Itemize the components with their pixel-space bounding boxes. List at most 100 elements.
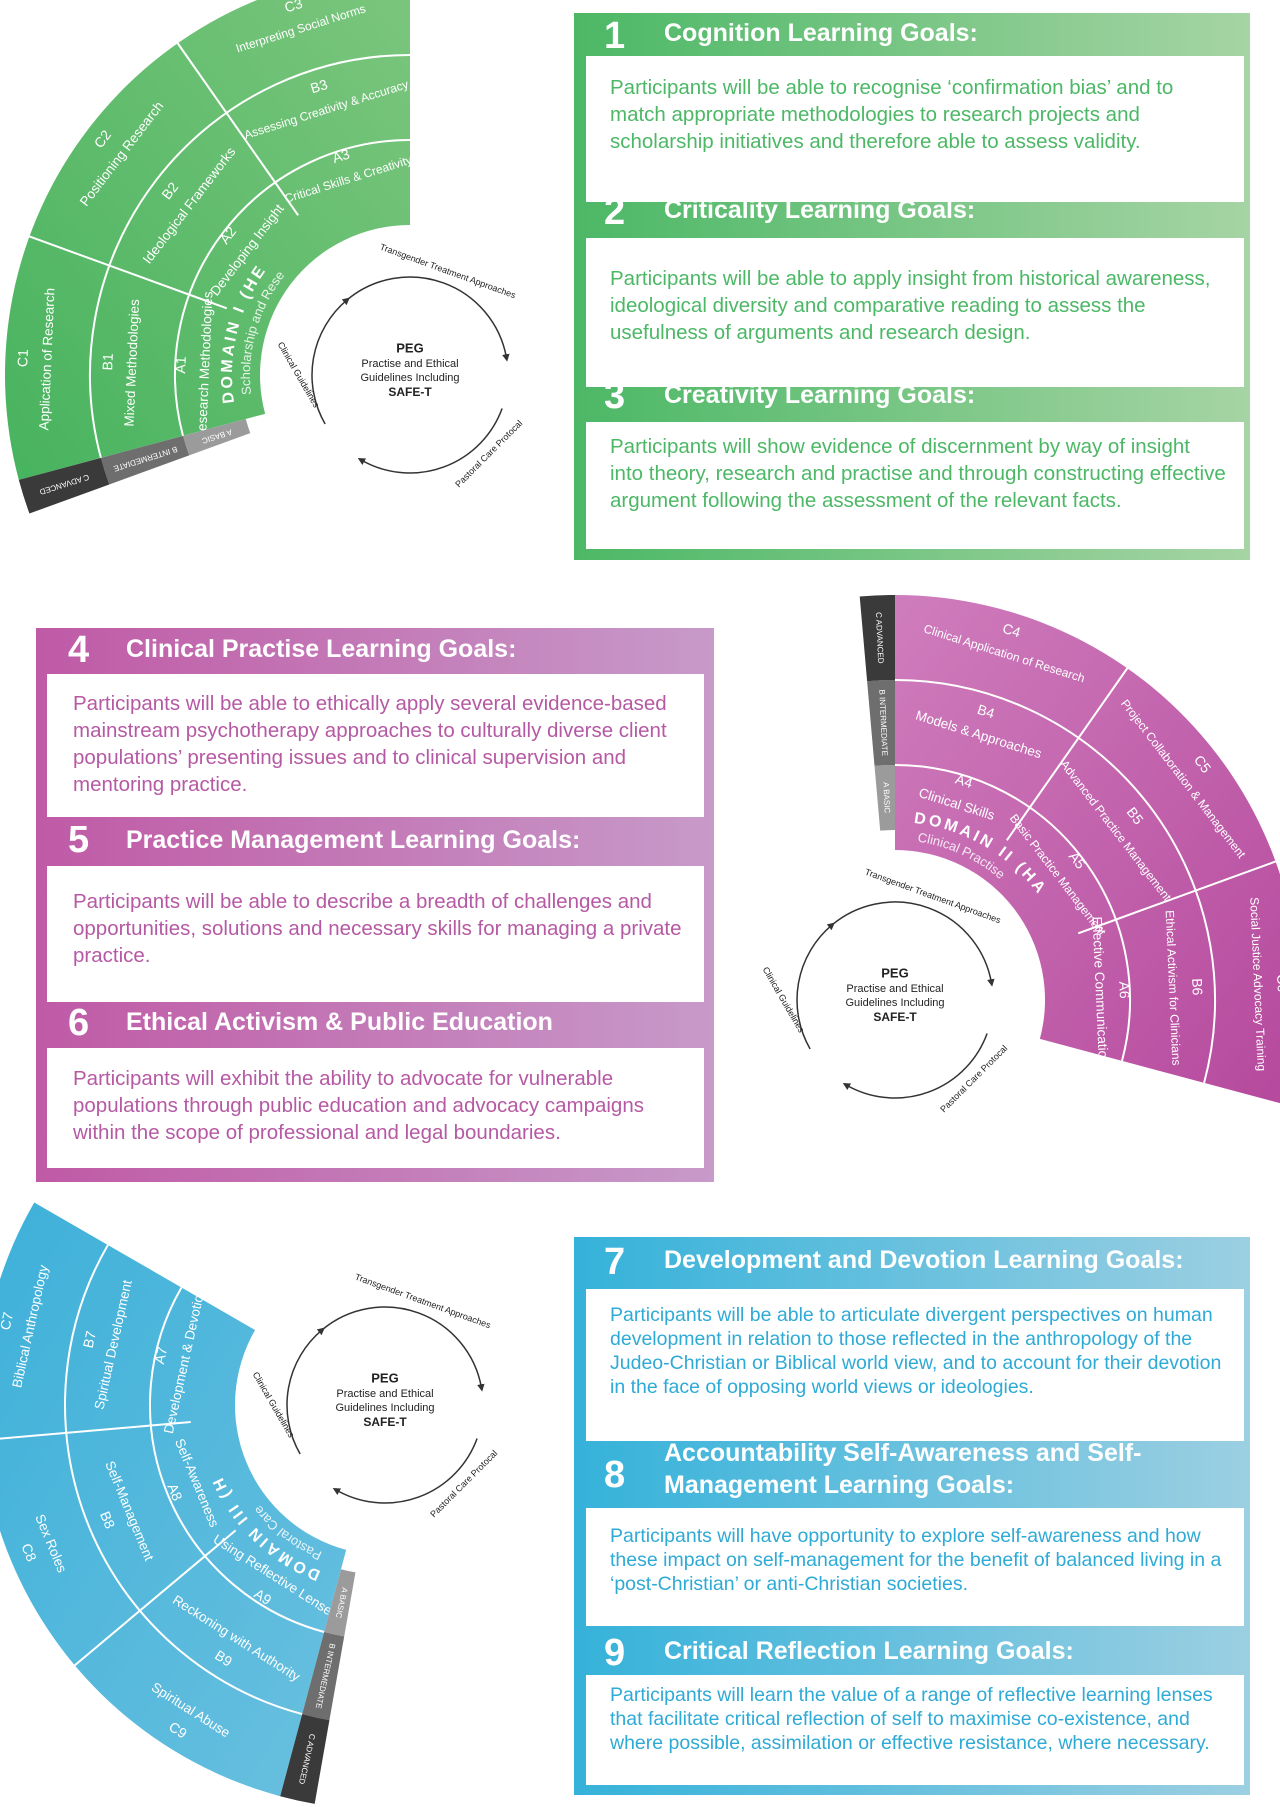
hub-arrow (311, 297, 350, 425)
goal-title: Clinical Practise Learning Goals: (126, 635, 517, 663)
segment-code: B4 (975, 701, 996, 721)
segment-label: Mixed Methodologies (122, 299, 143, 427)
hub-line: Practise and Ethical (361, 358, 458, 370)
segment-code: A9 (251, 1585, 274, 1608)
spoke-divider (74, 1555, 206, 1667)
goal-title: Ethical Activism & Public Education (126, 1008, 553, 1036)
hub-arrow (796, 922, 835, 1050)
spoke-divider (0, 1424, 151, 1440)
segment-code: B7 (80, 1329, 99, 1349)
segment-code: A3 (330, 146, 351, 166)
segment-code: B3 (308, 76, 329, 96)
spoke-divider (1115, 860, 1276, 921)
goal-number: 5 (68, 819, 90, 861)
ring-divider (894, 764, 1131, 1062)
level-label: A BASIC (881, 782, 891, 814)
hub-circle (257, 1277, 513, 1533)
goal-title: Critical Reflection Learning Goals: (664, 1637, 1074, 1665)
hub-title: PEG (371, 1370, 398, 1385)
level-tab (280, 1714, 330, 1804)
segment-code: C8 (18, 1541, 40, 1564)
level-tab (18, 457, 110, 514)
goal-title: Criticality Learning Goals: (664, 196, 976, 224)
wheel-fan (0, 1202, 347, 1797)
goal-number: 2 (604, 191, 626, 233)
goal-title: Practice Management Learning Goals: (126, 826, 581, 854)
goal-number: 4 (68, 629, 90, 671)
segment-code: A8 (164, 1481, 185, 1503)
goal-title: Development and Devotion Learning Goals: (664, 1246, 1184, 1274)
goal-text: Participants will be able to describe a … (47, 866, 704, 1002)
hub-circle (767, 872, 1023, 1128)
level-label: C ADVANCED (874, 612, 885, 664)
spoke-divider (1028, 667, 1129, 809)
hub-line: Guidelines Including (360, 372, 459, 384)
hub-title: PEG (396, 340, 423, 355)
goal-text: Participants will be able to recognise ‘… (586, 56, 1244, 202)
segment-label: Effective Communication (1089, 916, 1110, 1066)
ring-divider (89, 54, 411, 459)
level-label: B INTERMEDIATE (877, 689, 889, 756)
goal-number: 7 (604, 1241, 626, 1283)
goal-text: Participants will be able to ethically a… (47, 674, 704, 817)
spoke-divider (1006, 806, 1031, 841)
goal-number: 1 (604, 15, 626, 57)
hub-line: Practise and Ethical (336, 1388, 433, 1400)
ring-divider (174, 139, 411, 437)
hub-line: SAFE-T (873, 1010, 917, 1024)
level-tab (874, 765, 895, 831)
segment-code: C3 (282, 0, 304, 15)
goals-panel-green: 1 Cognition Learning Goals: Participants… (574, 13, 1250, 560)
segment-code: C1 (14, 349, 31, 368)
hub-title: PEG (881, 965, 908, 980)
goal-number: 9 (604, 1632, 626, 1674)
hub-line: SAFE-T (363, 1415, 407, 1429)
segment-code: B6 (1189, 978, 1206, 996)
hub-line: Guidelines Including (335, 1402, 434, 1414)
segment-code: A1 (172, 356, 189, 374)
goal-text: Participants will show evidence of disce… (586, 422, 1244, 549)
ring-divider (64, 1244, 303, 1716)
wheel-domain-head: DOMAIN I (HEAD)Scholarship and ResearchA… (0, 0, 538, 514)
segment-code: C4 (1001, 620, 1023, 641)
goal-title: Cognition Learning Goals: (664, 19, 978, 47)
goal-text: Participants will learn the value of a r… (586, 1675, 1244, 1785)
hub-arrow (286, 1327, 325, 1455)
level-tab (100, 435, 190, 485)
ring-divider (894, 679, 1216, 1084)
hub-arrow (346, 276, 510, 362)
wheel-fan (895, 595, 1280, 1104)
hub-line: Practise and Ethical (846, 983, 943, 995)
segment-label: Research Methodologies (194, 291, 216, 441)
segment-code: A4 (954, 771, 975, 791)
segment-code: B9 (212, 1647, 235, 1670)
level-tab (867, 680, 895, 766)
segment-label: Ethical Activism for Clinicians (1163, 910, 1184, 1066)
spoke-divider (204, 1529, 237, 1557)
hub-arrow (321, 1306, 485, 1392)
segment-label: Application of Research (36, 288, 57, 431)
level-tab (859, 595, 895, 682)
ring-divider (149, 1287, 325, 1633)
hub-arrow (357, 408, 503, 474)
segment-code: B1 (99, 353, 116, 371)
spoke-divider (176, 42, 277, 184)
level-tab (183, 418, 251, 456)
hub-arrow (842, 1033, 988, 1099)
spoke-divider (29, 235, 190, 296)
hub-arrow (831, 901, 995, 987)
spoke-divider (274, 181, 299, 216)
goal-title: Creativity Learning Goals: (664, 381, 976, 409)
level-tab (324, 1569, 356, 1637)
goals-panel-purple: 4 Clinical Practise Learning Goals: Part… (36, 628, 714, 1182)
hub-circle (282, 247, 538, 503)
goal-number: 6 (68, 1002, 90, 1044)
segment-code: A7 (151, 1345, 170, 1365)
segment-code: C6 (1274, 974, 1280, 993)
spoke-divider (188, 293, 228, 310)
goal-title: Accountability Self-Awareness and Self-M… (664, 1439, 1142, 1499)
goal-text: Participants will have opportunity to ex… (586, 1508, 1244, 1626)
segment-code: A6 (1116, 981, 1133, 999)
hub-line: SAFE-T (388, 385, 432, 399)
hub-arrow (332, 1438, 478, 1504)
